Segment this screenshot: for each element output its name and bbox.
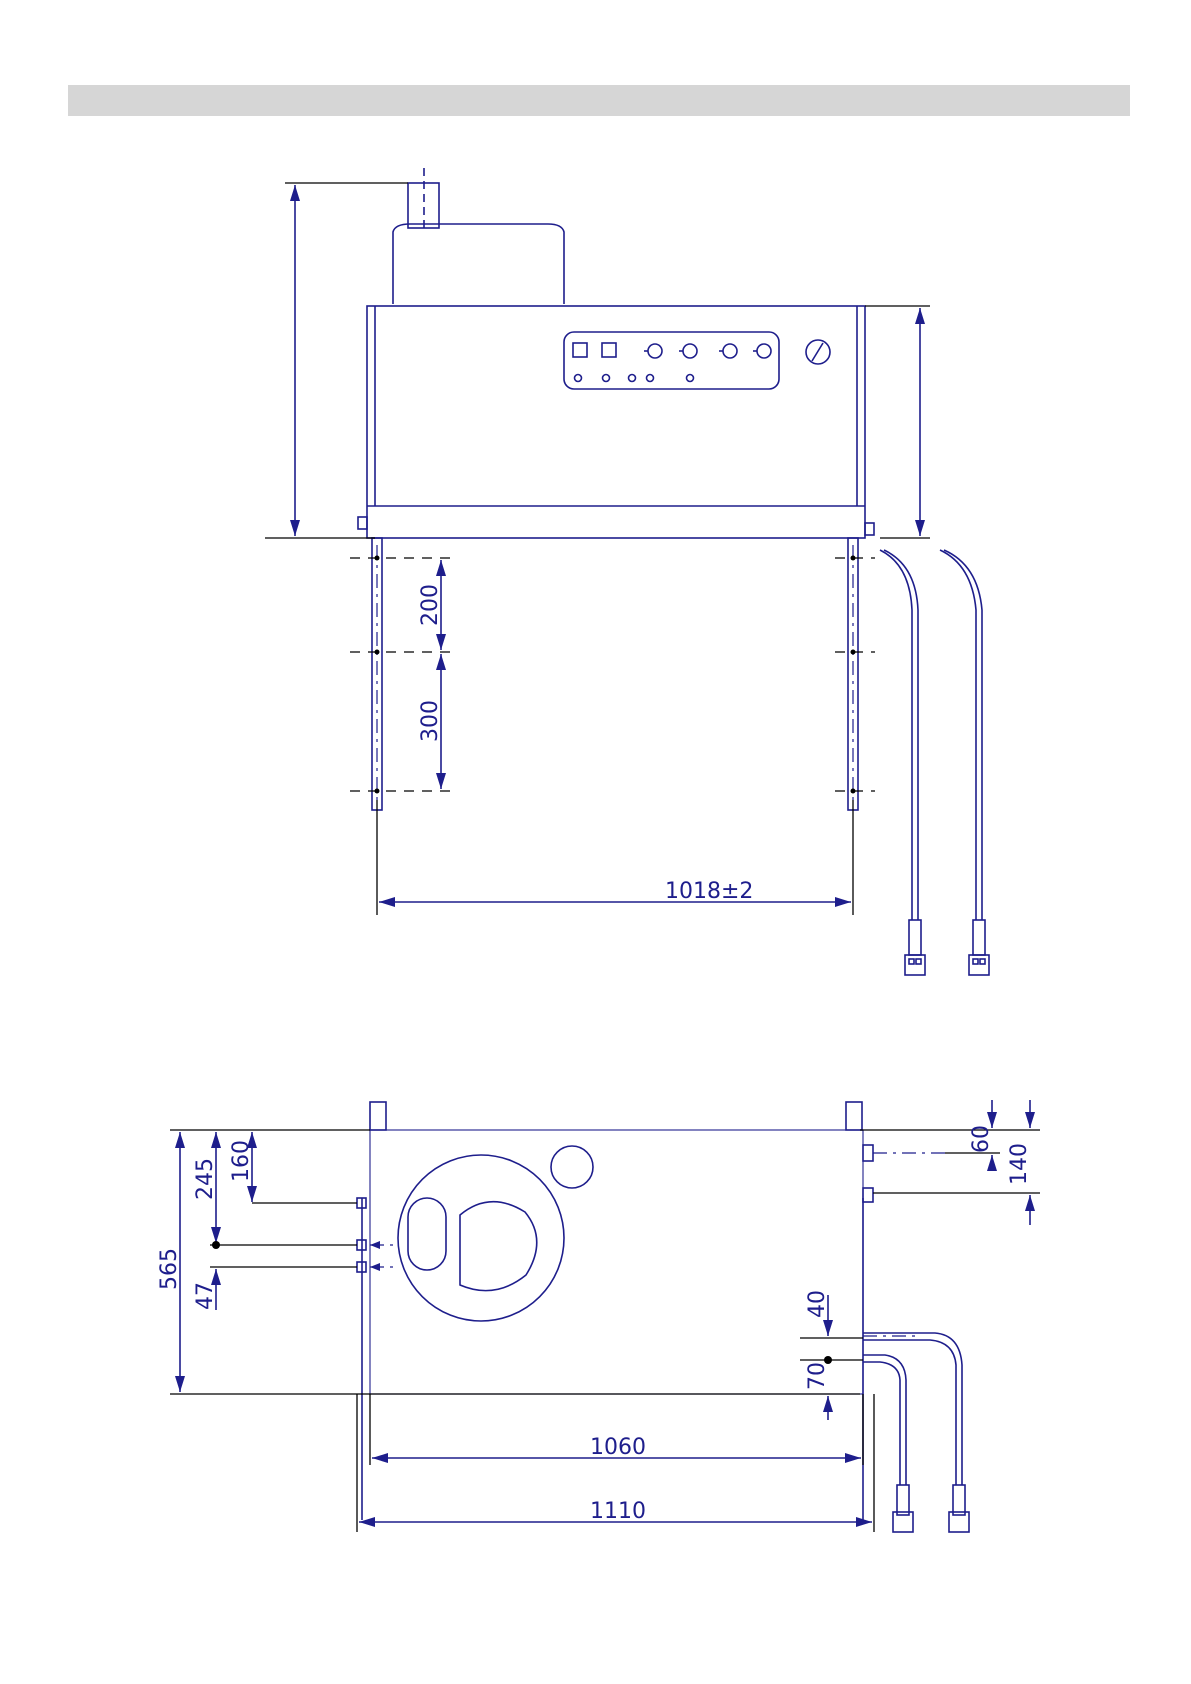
right-connectors (863, 1145, 969, 1532)
cabinet-outline (358, 306, 874, 538)
hoses (880, 550, 989, 975)
burner-circle (398, 1155, 564, 1321)
dim-40-label: 40 (805, 1290, 830, 1318)
top-left-dimensions: 565 245 160 47 (157, 1130, 860, 1394)
switch-square-1 (573, 343, 587, 357)
dim-47-label: 47 (193, 1282, 218, 1310)
front-view: 200 300 1018±2 (265, 168, 989, 975)
knob-3 (723, 344, 737, 358)
top-view: 565 245 160 47 (157, 1100, 1040, 1532)
dim-200-label: 200 (418, 584, 443, 626)
knob-4 (757, 344, 771, 358)
dim-70-label: 70 (805, 1362, 830, 1390)
control-panel (564, 332, 830, 389)
height-dimensions (265, 183, 930, 538)
chimney-outline (393, 168, 564, 304)
indicator-3 (629, 375, 636, 382)
oval-port (408, 1198, 446, 1270)
dim-1060-label: 1060 (590, 1435, 646, 1460)
indicator-2 (603, 375, 610, 382)
top-width-dimensions: 1060 1110 (357, 1394, 874, 1532)
switch-square-2 (602, 343, 616, 357)
dim-245-label: 245 (193, 1158, 218, 1200)
dim-60-label: 60 (969, 1125, 994, 1153)
indicator-5 (687, 375, 694, 382)
leg-width-dimension: 1018±2 (377, 800, 853, 915)
top-right-dimensions: 60 140 40 70 (800, 1100, 1040, 1420)
indicator-1 (575, 375, 582, 382)
legs (372, 538, 858, 810)
dim-565-label: 565 (157, 1248, 182, 1290)
leg-hole-dimensions: 200 300 (350, 556, 875, 794)
knob-2 (683, 344, 697, 358)
chimney-circle (551, 1146, 593, 1188)
dim-300-label: 300 (418, 700, 443, 742)
dim-140-label: 140 (1007, 1143, 1032, 1185)
indicator-4 (647, 375, 654, 382)
burner-assembly (398, 1146, 593, 1321)
knob-1 (648, 344, 662, 358)
dim-1110-label: 1110 (590, 1499, 646, 1524)
dim-1018-label: 1018±2 (665, 879, 753, 904)
inner-shape (460, 1202, 537, 1291)
dim-160-label: 160 (229, 1140, 254, 1182)
